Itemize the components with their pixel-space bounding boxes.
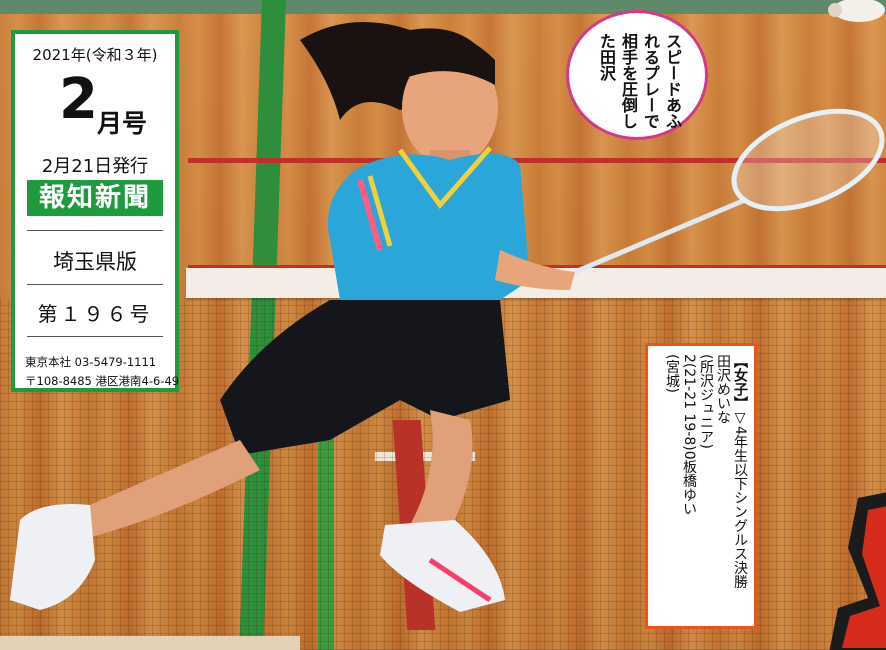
shuttlecock-icon bbox=[828, 0, 885, 22]
result-loser-team: (宮城) bbox=[664, 354, 680, 393]
headline-character-fragment bbox=[829, 492, 886, 650]
player-face bbox=[402, 50, 498, 166]
player-leg-right bbox=[410, 410, 473, 530]
result-loser: 板橋ゆい bbox=[681, 459, 697, 516]
masthead-address-postal: 〒108-8485 港区港南4-6-49 bbox=[25, 374, 180, 388]
result-heading: 【女子】 bbox=[732, 354, 748, 410]
shoe-lace-pink bbox=[428, 557, 492, 603]
masthead-issue-number: 第１９６号 bbox=[37, 302, 153, 326]
result-text-column: 【女子】▽4年生以下シングルス決勝 田沢めいな (所沢ジュニア) 2(21-21… bbox=[663, 354, 748, 622]
masthead-divider bbox=[27, 284, 163, 285]
masthead-month-suffix: 月号 bbox=[97, 109, 148, 138]
masthead-divider bbox=[27, 336, 163, 337]
masthead-issue-date: 2月21日発行 bbox=[41, 156, 149, 177]
player-shirt bbox=[327, 153, 530, 300]
bottom-photo-strip bbox=[0, 636, 300, 650]
caption-bubble: スピードあふれるプレーで相手を圧倒した田沢 bbox=[566, 10, 708, 140]
player-fringe bbox=[395, 31, 495, 86]
top-strip bbox=[0, 0, 886, 14]
masthead-box: 2021年(令和３年) 2 月号 2月21日発行 報知新聞 埼玉県版 第１９６号… bbox=[11, 30, 179, 392]
court-line-red bbox=[188, 158, 886, 163]
shirt-collar bbox=[397, 146, 492, 209]
court-mark-white bbox=[375, 452, 475, 461]
masthead-address-phone: 東京本社 03-5479-1111 bbox=[25, 355, 157, 369]
result-score: 2(21-21 19-8)0 bbox=[681, 354, 697, 460]
masthead-date-line: 2021年(令和３年) bbox=[32, 46, 158, 64]
masthead-edition: 埼玉県版 bbox=[53, 250, 137, 274]
racket-shaft bbox=[574, 197, 746, 275]
caption-text: スピードあふれるプレーで相手を圧倒した田沢 bbox=[597, 33, 682, 129]
result-event: ▽4年生以下シングルス決勝 bbox=[732, 410, 748, 589]
masthead-divider bbox=[27, 230, 163, 231]
player-leg-left bbox=[80, 440, 260, 540]
shirt-stripe-pink bbox=[357, 179, 383, 251]
result-winner: 田沢めいな bbox=[715, 354, 731, 424]
racket-head bbox=[731, 108, 885, 212]
result-box: 【女子】▽4年生以下シングルス決勝 田沢めいな (所沢ジュニア) 2(21-21… bbox=[645, 343, 757, 629]
shirt-stripe-yellow bbox=[367, 175, 393, 247]
player-arm bbox=[495, 250, 575, 290]
masthead-paper-name: 報知新聞 bbox=[27, 180, 163, 216]
player-shoe-left bbox=[10, 504, 95, 610]
masthead-month-number: 2 bbox=[59, 67, 98, 132]
result-winner-team: (所沢ジュニア) bbox=[698, 354, 714, 449]
